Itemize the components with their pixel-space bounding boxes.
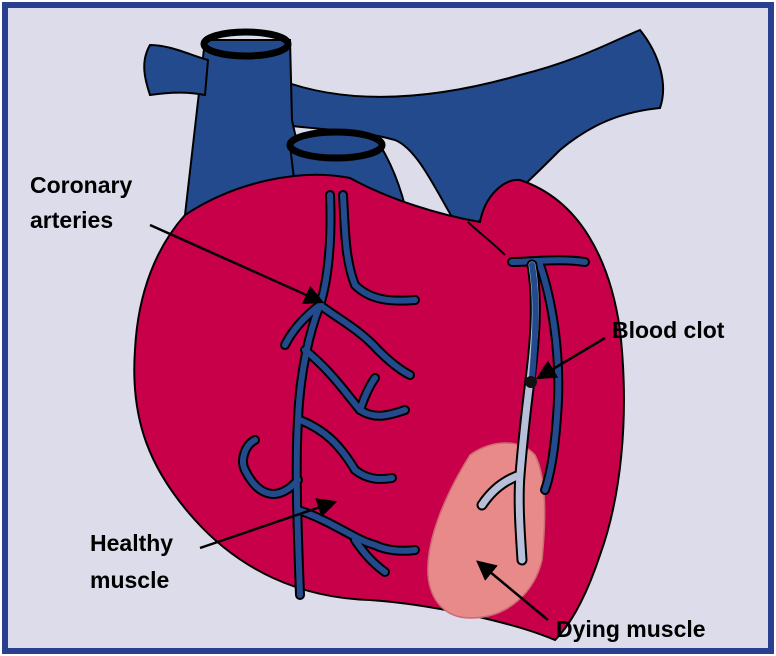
label-healthy-line1: Healthy — [90, 530, 173, 556]
label-healthy-line2: muscle — [90, 567, 169, 593]
label-blood-clot: Blood clot — [612, 317, 725, 343]
label-dying-muscle: Dying muscle — [556, 616, 706, 642]
pulmonary-opening — [290, 132, 382, 158]
label-coronary-line1: Coronary — [30, 172, 132, 198]
blood-clot — [525, 376, 537, 388]
label-coronary-line2: arteries — [30, 207, 113, 233]
